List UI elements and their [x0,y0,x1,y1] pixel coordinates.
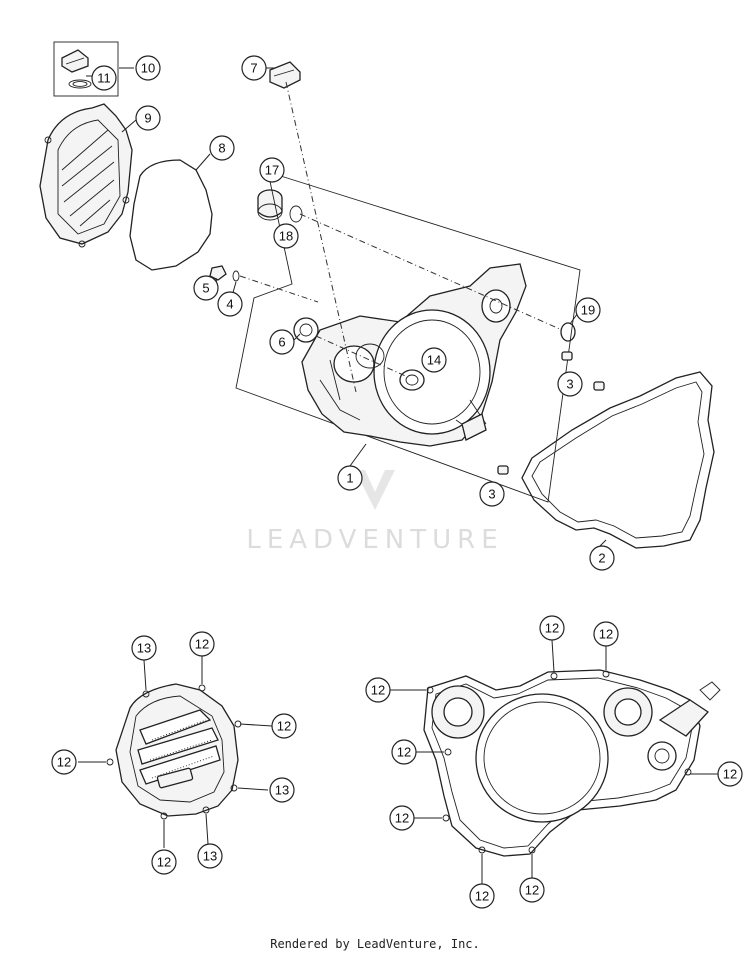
callout-r12c: 12 [593,621,619,647]
callout-1: 1 [337,465,363,491]
svg-text:17: 17 [265,163,279,178]
callout-19: 19 [575,297,601,323]
svg-text:18: 18 [279,229,293,244]
svg-text:12: 12 [195,637,209,652]
svg-text:2: 2 [598,551,605,566]
callout-r12a: 12 [365,677,391,703]
callout-12d: 12 [151,849,177,875]
footer-credit: Rendered by LeadVenture, Inc. [270,937,480,951]
bolt-and-washer [209,265,240,282]
main-cover-bounding-box [235,171,581,503]
svg-text:12: 12 [525,883,539,898]
watermark-logo-icon [355,470,395,510]
shaft-seal [257,189,283,221]
callout-8: 8 [209,135,235,161]
assembly-line [239,275,319,303]
callout-12a: 12 [189,631,215,657]
callout-11: 11 [91,65,117,91]
callout-2: 2 [589,545,615,571]
circlip [560,322,576,342]
callout-13b: 13 [269,777,295,803]
inner-cover-detail [423,669,721,857]
inner-clutch-cover [301,263,527,447]
callout-3b: 3 [479,481,505,507]
callout-r12b: 12 [539,615,565,641]
filler-cap-box [53,41,119,97]
svg-text:13: 13 [203,849,217,864]
svg-text:14: 14 [427,353,441,368]
svg-text:12: 12 [57,755,71,770]
callout-14: 14 [421,347,447,373]
callout-13a: 13 [131,635,157,661]
svg-text:12: 12 [277,719,291,734]
callout-5: 5 [193,275,219,301]
crankcase-gasket [521,371,715,549]
callout-18: 18 [273,223,299,249]
svg-text:12: 12 [395,811,409,826]
callout-r12e: 12 [717,761,743,787]
svg-text:13: 13 [275,783,289,798]
assembly-line [315,335,411,379]
assembly-line [299,213,563,331]
svg-text:12: 12 [545,621,559,636]
svg-text:10: 10 [141,61,155,76]
svg-text:4: 4 [226,297,233,312]
svg-text:12: 12 [397,745,411,760]
svg-text:12: 12 [157,855,171,870]
svg-text:12: 12 [371,683,385,698]
seal-ring-6 [293,317,319,343]
assembly-line [285,81,357,393]
callout-12b: 12 [271,713,297,739]
svg-text:13: 13 [137,641,151,656]
callout-4: 4 [217,291,243,317]
svg-text:7: 7 [250,61,257,76]
svg-text:11: 11 [97,71,111,86]
callout-9: 9 [135,105,161,131]
callout-7: 7 [241,55,267,81]
callout-r12f: 12 [389,805,415,831]
svg-text:3: 3 [566,377,573,392]
callout-r12d: 12 [391,739,417,765]
clutch-cover-gasket [129,159,213,271]
outer-cover-detail [106,683,242,820]
callout-r12h: 12 [519,877,545,903]
callout-6: 6 [269,329,295,355]
callout-13c: 13 [197,843,223,869]
dowel-sleeves [497,351,605,475]
callout-10: 10 [135,55,161,81]
svg-text:12: 12 [599,627,613,642]
svg-text:12: 12 [475,889,489,904]
callout-12c: 12 [51,749,77,775]
callout-17: 17 [259,157,285,183]
svg-text:5: 5 [202,281,209,296]
svg-text:12: 12 [723,767,737,782]
svg-text:8: 8 [218,141,225,156]
svg-text:19: 19 [581,303,595,318]
svg-text:3: 3 [488,487,495,502]
callout-3a: 3 [557,371,583,397]
callout-r12g: 12 [469,883,495,909]
o-ring-18 [289,205,303,223]
svg-text:1: 1 [346,471,353,486]
svg-text:9: 9 [144,111,151,126]
outer-clutch-cover [39,103,133,248]
watermark-text: LEADVENTURE [246,525,503,555]
plug-screw [269,61,301,89]
svg-text:6: 6 [278,335,285,350]
